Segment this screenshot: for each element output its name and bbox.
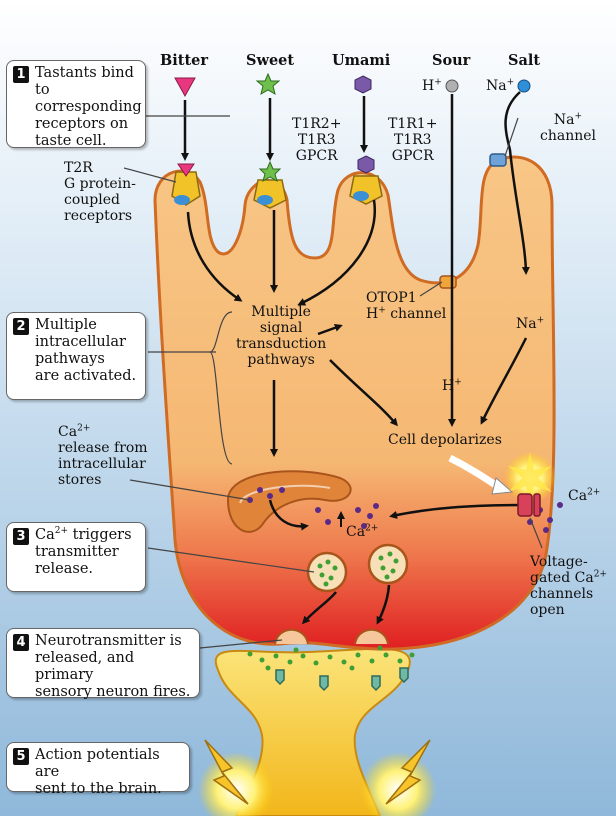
na-inside-label: Na+ — [516, 315, 545, 332]
heading-bitter: Bitter — [160, 52, 209, 69]
multiple-pathways-label: Multiple signal transduction pathways — [236, 304, 327, 368]
neuron-receptors — [275, 667, 409, 692]
voltage-gated-ca-channel — [517, 493, 541, 517]
umami-hexagon-icon — [354, 75, 372, 94]
intracellular-ca-store — [226, 470, 352, 533]
heading-sweet: Sweet — [246, 52, 295, 69]
na-channel-label: Na+channel — [540, 111, 596, 144]
t1r2-label: T1R2+ T1R3 GPCR — [292, 116, 342, 164]
t1r2-t1r3-receptor — [253, 160, 287, 209]
depolarization-arrowhead — [491, 477, 514, 495]
bitter-marker-icon — [174, 77, 196, 98]
h-ion-icon — [445, 79, 459, 93]
step-1-number: 1 — [13, 66, 29, 83]
step-3-callout: 3 Ca2+ triggers transmitter release. — [6, 522, 146, 592]
step-5-text: Action potentials are sent to the brain. — [35, 747, 162, 797]
na-ion-icon — [517, 79, 531, 93]
ca-right-label: Ca2+ — [568, 487, 601, 504]
step-4-number: 4 — [13, 634, 29, 651]
vesicles — [306, 543, 409, 593]
action-potential-bolts — [198, 739, 436, 816]
heading-sour: Sour — [432, 52, 471, 69]
h-inside-label: H+ — [442, 377, 462, 394]
step-3-ca: Ca — [35, 527, 55, 543]
heading-umami: Umami — [332, 52, 391, 69]
step-1-text: Tastants bind to corresponding receptors… — [35, 65, 142, 149]
step-4-callout: 4 Neurotransmitter is released, and prim… — [6, 628, 200, 700]
t2r-label: T2R G protein- coupled receptors — [64, 160, 136, 224]
step-5-number: 5 — [13, 748, 29, 765]
ca-release-label: Ca2+release from intracellular stores — [58, 423, 148, 488]
t1r1-label: T1R1+ T1R3 GPCR — [388, 116, 438, 164]
step-3-ca-charge: 2+ — [54, 526, 69, 537]
release-sites — [274, 628, 389, 645]
step-5-callout: 5 Action potentials are sent to the brai… — [6, 742, 190, 797]
step-2-number: 2 — [13, 318, 29, 335]
voltage-gated-label: Voltage-gated Ca2+channels open — [530, 554, 607, 618]
na-ion-label: Na+ — [486, 77, 515, 94]
na-channel — [489, 153, 507, 167]
pathway-arrows — [181, 91, 530, 625]
step-1-callout: 1 Tastants bind to corresponding recepto… — [6, 60, 146, 149]
h-ion-label: H+ — [422, 77, 442, 94]
step-3-number: 3 — [13, 528, 29, 545]
otop1-channel — [439, 275, 457, 289]
t2r-receptor — [171, 163, 201, 206]
cell-depolarizes-label: Cell depolarizes — [388, 432, 502, 448]
step-3-text: triggers transmitter release. — [35, 527, 132, 577]
ca-center-label: Ca2+ — [346, 523, 379, 540]
heading-salt: Salt — [508, 52, 541, 69]
leader-lines — [123, 115, 543, 649]
step-2-callout: 2 Multiple intracellular pathways are ac… — [6, 312, 146, 400]
sweet-star-icon — [255, 72, 281, 96]
step-4-text: Neurotransmitter is released, and primar… — [35, 633, 191, 700]
neurotransmitter-dots — [247, 645, 415, 671]
depolarization-flash — [504, 452, 556, 504]
step-2-text: Multiple intracellular pathways are acti… — [35, 317, 137, 384]
